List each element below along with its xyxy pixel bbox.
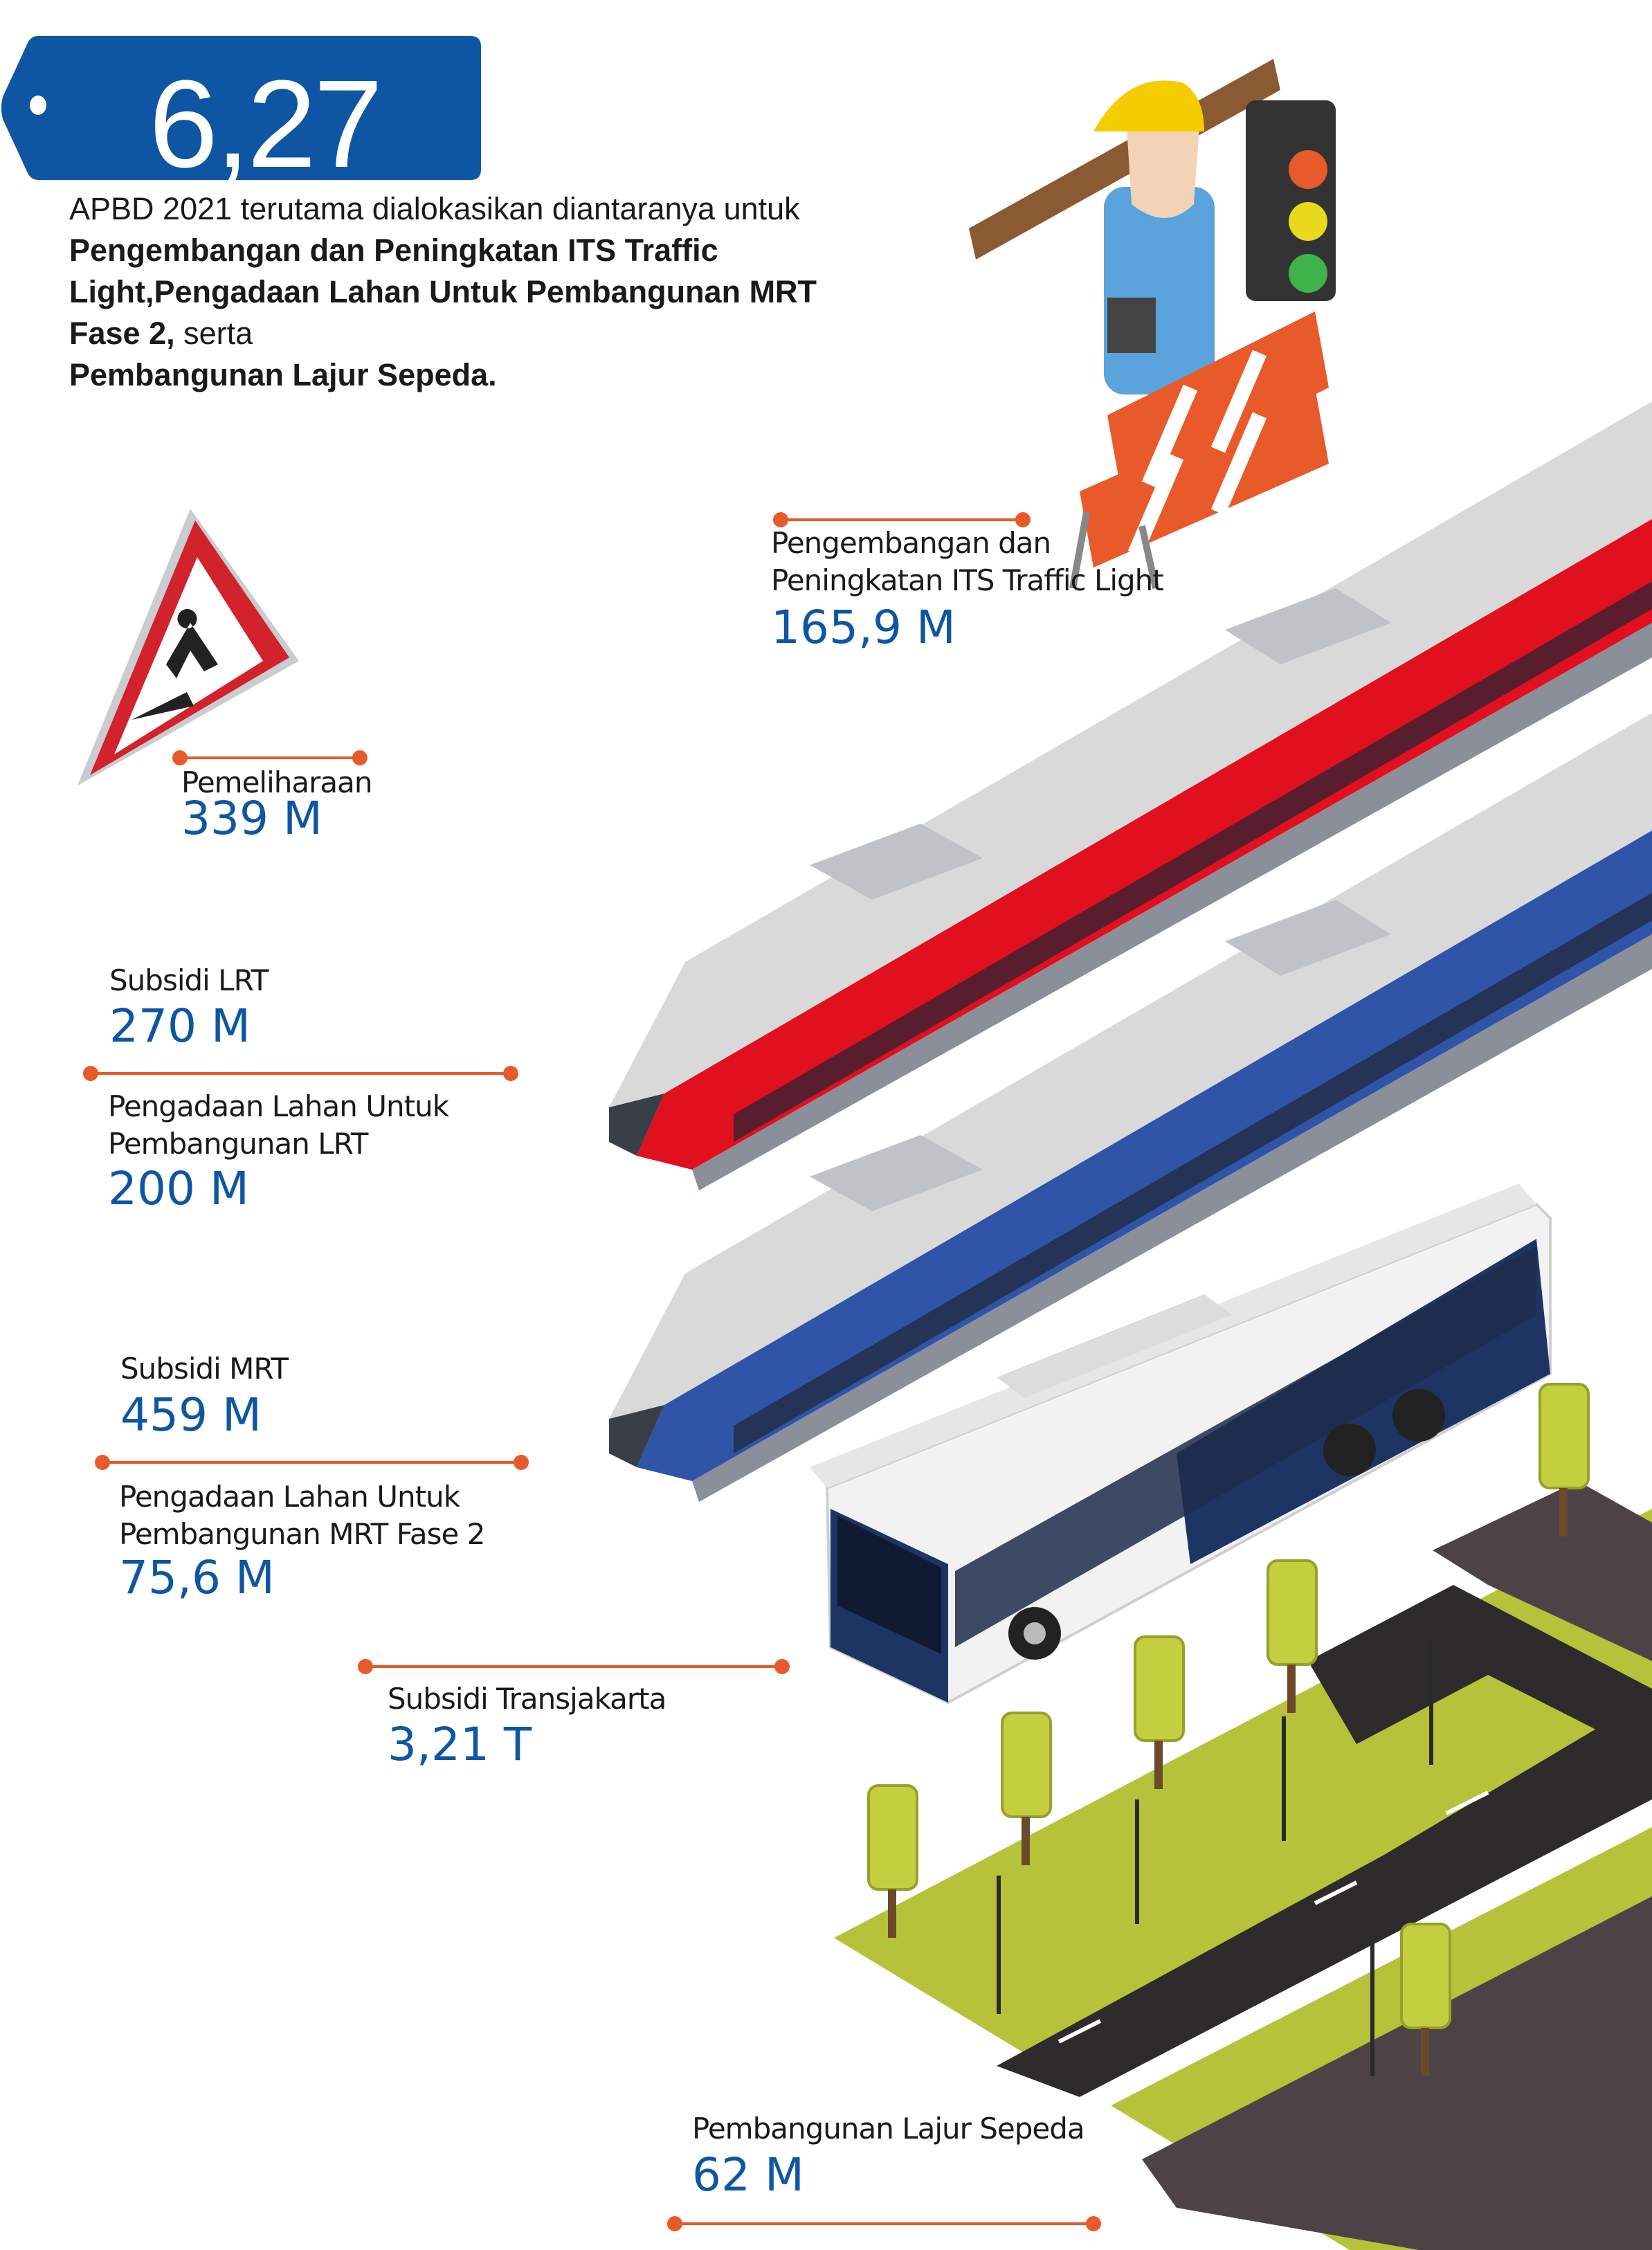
intro-paragraph: APBD 2021 terutama dialokasikan diantara… — [69, 188, 865, 396]
item-value: 62 M — [692, 2148, 804, 2202]
item-value: 339 M — [181, 792, 323, 845]
road-barrier-icon — [1069, 311, 1329, 590]
item-value: 270 M — [109, 999, 251, 1053]
divider-line — [358, 1659, 790, 1674]
item-value: 200 M — [108, 1162, 249, 1215]
item-label: Pembangunan Lajur Sepeda — [692, 2112, 1085, 2145]
divider-line — [172, 750, 367, 765]
total-budget-tag: 6,27 T — [0, 36, 481, 311]
intro-text-serta: serta — [174, 316, 253, 351]
traffic-light-icon — [1246, 100, 1336, 301]
intro-bold-text: Pengembangan dan Peningkatan ITS Traffic… — [69, 233, 817, 351]
transjakarta-bus-illustration — [810, 1183, 1552, 1705]
item-label: Pemeliharaan — [181, 765, 372, 799]
item-value: 3,21 T — [388, 1718, 532, 1771]
price-tag-shape — [1, 36, 481, 180]
item-label: Subsidi MRT — [120, 1352, 289, 1386]
item-value: 75,6 M — [119, 1551, 275, 1604]
divider-line — [83, 1066, 518, 1081]
divider-line — [95, 1455, 529, 1470]
mrt-train-blue-illustration — [609, 713, 1652, 1502]
item-label: Subsidi LRT — [109, 963, 269, 997]
intro-bold-text-2: Pembangunan Lajur Sepeda. — [69, 357, 497, 392]
item-value: 459 M — [120, 1388, 262, 1442]
bike-lane-park-illustration — [834, 1383, 1652, 2250]
intro-text: APBD 2021 terutama dialokasikan diantara… — [69, 191, 800, 226]
divider-line — [773, 512, 1031, 527]
item-value: 165,9 M — [771, 601, 956, 654]
item-label: Subsidi Transjakarta — [388, 1682, 666, 1716]
road-work-warning-sign-icon — [78, 509, 299, 786]
tag-hole-icon — [30, 96, 46, 115]
total-budget-value: 6,27 T — [149, 55, 383, 318]
divider-line — [667, 2216, 1101, 2231]
lrt-train-red-illustration — [609, 401, 1652, 1190]
construction-worker-illustration — [969, 59, 1280, 394]
